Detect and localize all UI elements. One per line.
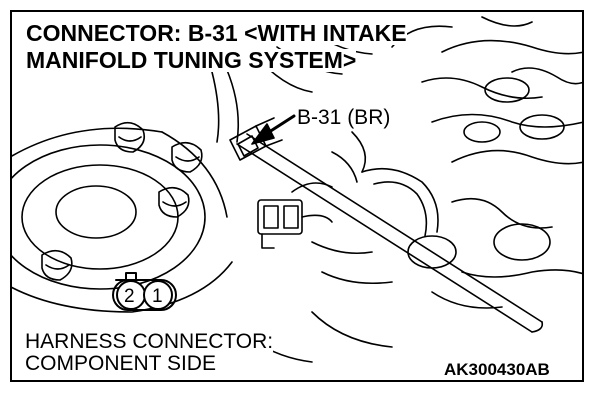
connector-symbol (112, 272, 177, 311)
connector-callout: B-31 (BR) (297, 106, 391, 129)
strut-tower-dome (12, 127, 233, 313)
bolt (171, 141, 203, 173)
pin-label: 1 (152, 286, 163, 307)
connector-b31 (229, 117, 283, 161)
bolt (114, 121, 146, 153)
title-line-1: CONNECTOR: B-31 <WITH INTAKE (26, 20, 407, 46)
bolt (41, 249, 73, 281)
title-line-2: MANIFOLD TUNING SYSTEM> (26, 47, 357, 73)
bolt (158, 186, 190, 218)
harness-cluster (257, 182, 393, 285)
figure-code: AK300430AB (442, 360, 552, 379)
diagram-frame: 2 1 CONNECTOR: B-31 <WITH INTAKE MANIFOL… (10, 10, 584, 382)
arrow-pointer-icon (251, 114, 296, 145)
pin-label: 2 (124, 286, 135, 307)
engine-bay-illustration: 2 1 (12, 16, 582, 363)
upper-engine-lines (211, 16, 582, 165)
caption-line-1: HARNESS CONNECTOR: (25, 330, 274, 353)
lower-hoses (241, 131, 582, 363)
strut-bolts (41, 121, 203, 281)
main-pipe (236, 133, 544, 333)
caption-line-2: COMPONENT SIDE (25, 352, 216, 375)
